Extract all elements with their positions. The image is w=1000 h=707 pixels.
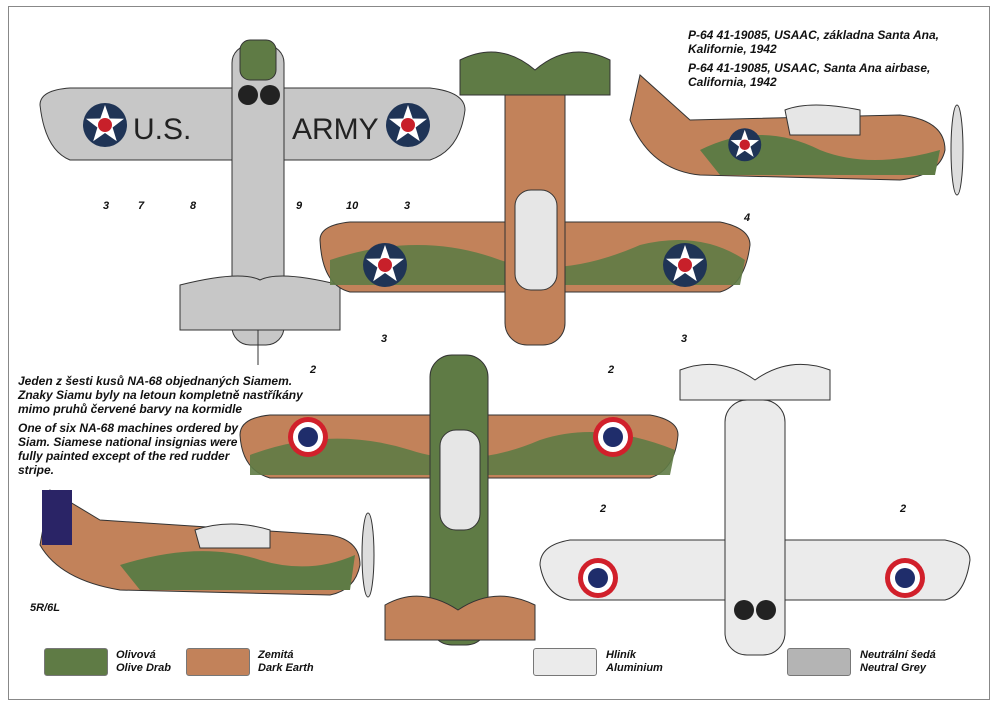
p64-caption: P-64 41-19085, USAAC, základna Santa Ana…: [688, 28, 988, 94]
callout-8: 8: [190, 200, 197, 212]
callout-3: 3: [103, 200, 110, 212]
legend-en: Neutral Grey: [860, 662, 927, 674]
callout-7: 7: [138, 200, 145, 212]
legend-en: Dark Earth: [258, 662, 314, 674]
sheet-border: [8, 6, 990, 700]
wing-marking-army: ARMY: [292, 113, 379, 146]
na68-caption-cz: Jeden z šesti kusů NA-68 objednaných Sia…: [18, 374, 303, 416]
p64-caption-en: P-64 41-19085, USAAC, Santa Ana airbase,…: [688, 61, 931, 89]
legend-cz: Zemitá: [258, 649, 294, 661]
na68-top-view: [239, 354, 679, 646]
p64-caption-cz: P-64 41-19085, USAAC, základna Santa Ana…: [688, 28, 939, 56]
callout-5r6l: 5R/6L: [30, 602, 60, 614]
callout-2: 2: [608, 364, 615, 376]
callout-3: 3: [681, 333, 688, 345]
callout-10: 10: [346, 200, 359, 212]
callout-2: 2: [600, 503, 607, 515]
na68-caption-en: One of six NA-68 machines ordered by Sia…: [18, 421, 239, 477]
callout-2: 2: [900, 503, 907, 515]
callout-9: 9: [296, 200, 303, 212]
callout-3: 3: [404, 200, 411, 212]
swatch-dark-earth: [186, 648, 250, 676]
legend-en: Aluminium: [606, 662, 663, 674]
p64-underside-view: [39, 39, 466, 365]
na68-underside-view: [539, 363, 971, 656]
callout-4: 4: [744, 212, 751, 224]
legend-cz: Hliník: [606, 649, 636, 661]
p64-top-view: [319, 51, 751, 346]
na68-caption: Jeden z šesti kusů NA-68 objednaných Sia…: [18, 374, 308, 482]
na68-side-view: [39, 489, 375, 598]
callout-3: 3: [381, 333, 388, 345]
legend-cz: Olivová: [116, 649, 156, 661]
legend-cz: Neutrální šedá: [860, 649, 936, 661]
wing-marking-us: U.S.: [133, 113, 192, 146]
swatch-neutral-grey: [787, 648, 851, 676]
swatch-aluminium: [533, 648, 597, 676]
callout-2: 2: [310, 364, 317, 376]
p64-side-view: [629, 74, 964, 196]
legend-en: Olive Drab: [116, 662, 172, 674]
swatch-olive-drab: [44, 648, 108, 676]
